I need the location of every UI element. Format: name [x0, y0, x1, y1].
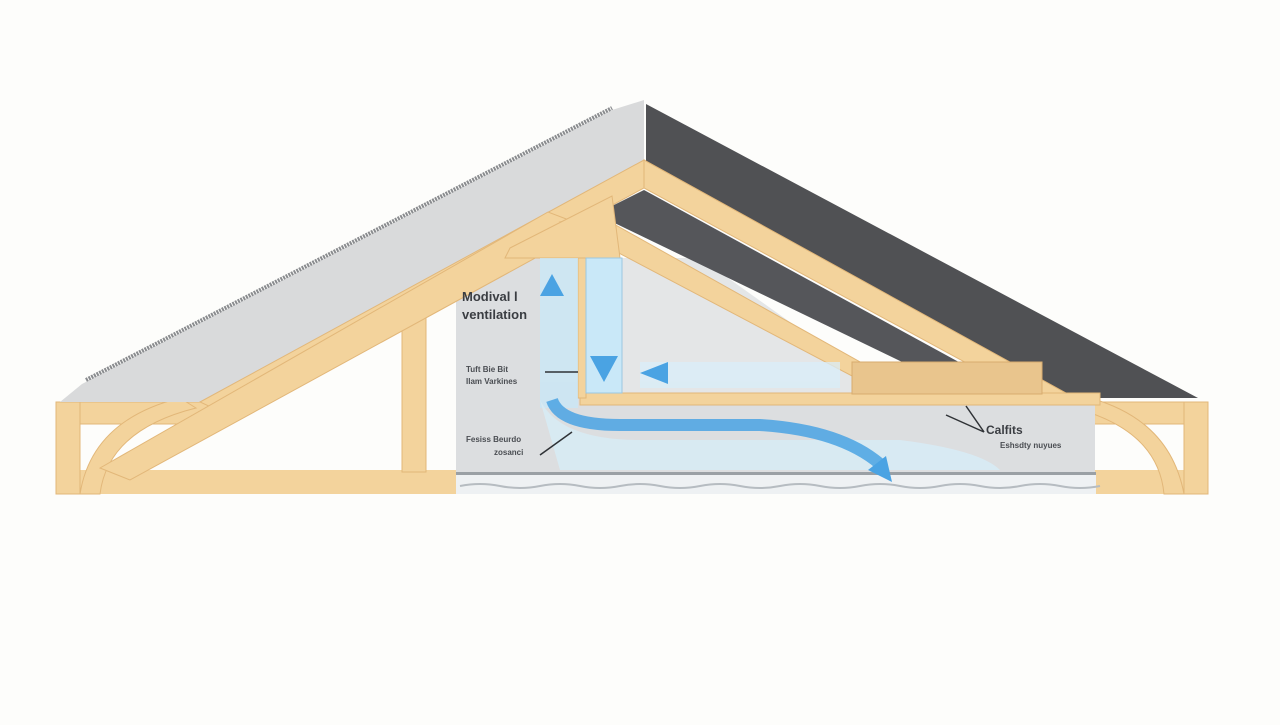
attic-room — [620, 258, 860, 395]
knee-wall-block — [851, 361, 1043, 395]
baffle-label-line1: Tuft Bie Bit — [466, 365, 509, 374]
airflow-left-arrow — [640, 362, 840, 384]
soffit-label-line2: Eshsdty nuyues — [1000, 441, 1062, 450]
floor-joist — [579, 392, 1101, 406]
baffle-label-line2: Ilam Varkines — [466, 377, 518, 386]
roof-left-slope — [60, 100, 644, 402]
airflow-curve-arrow — [546, 397, 892, 482]
airflow-down-arrow — [590, 268, 618, 382]
ventilation-label-line2: ventilation — [462, 307, 528, 322]
leader-lines — [539, 371, 985, 456]
roof-right-slope — [646, 104, 1198, 398]
ventilation-label-line1: Modival l — [462, 289, 518, 304]
insulation-label-line2: zosanci — [494, 448, 524, 457]
roof-inner-panel — [596, 190, 1010, 390]
airflow-up-arrow — [540, 274, 564, 420]
roof-left-edge — [85, 106, 613, 382]
left-eave-frame — [55, 397, 227, 495]
duct-frame-left — [577, 257, 587, 399]
insulation-label-line1: Fesiss Beurdo — [466, 435, 522, 444]
insulation-layer — [456, 472, 1101, 494]
soffit-label-line1: Calfits — [986, 423, 1023, 437]
